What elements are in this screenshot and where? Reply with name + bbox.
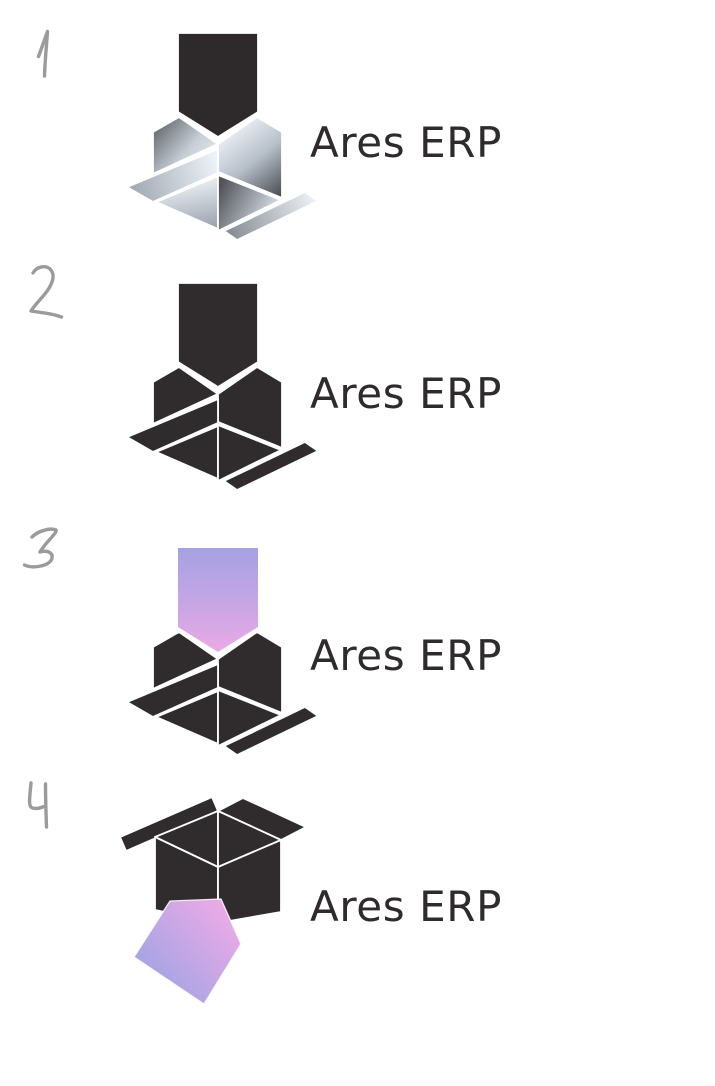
- box-left-wall: [152, 631, 219, 690]
- option-number-1: [36, 29, 50, 78]
- logo-mark-variant-3: [126, 548, 319, 756]
- arrow-pentagon: [177, 282, 259, 388]
- wordmark-3: Ares ERP: [310, 631, 502, 680]
- box-bottom-right: [217, 174, 282, 232]
- box-right-flap: [223, 706, 319, 756]
- box-left-flap: [126, 148, 219, 203]
- wordmark-4: Ares ERP: [310, 882, 502, 931]
- box-right-flap: [223, 441, 319, 491]
- box-left-wall: [152, 116, 219, 175]
- wordmark-2: Ares ERP: [310, 369, 502, 418]
- box-left-wall: [152, 366, 219, 425]
- logo-mark-variant-2: [126, 282, 319, 491]
- logo-mark-variant-1: [126, 32, 319, 241]
- wordmark-1: Ares ERP: [310, 118, 502, 167]
- option-number-3: [22, 527, 58, 569]
- box-left-flap: [126, 398, 219, 453]
- box-right-flap: [223, 191, 319, 241]
- logo-mark-variant-4: [119, 796, 307, 1005]
- option-number-2: [29, 265, 64, 319]
- box-left-flap: [126, 663, 219, 718]
- option-number-4: [27, 781, 49, 829]
- box-bottom-right: [217, 689, 282, 747]
- arrow-pentagon: [177, 32, 259, 138]
- arrow-pentagon: [133, 898, 242, 1005]
- arrow-pentagon: [178, 548, 258, 652]
- box-bottom-right: [217, 424, 282, 482]
